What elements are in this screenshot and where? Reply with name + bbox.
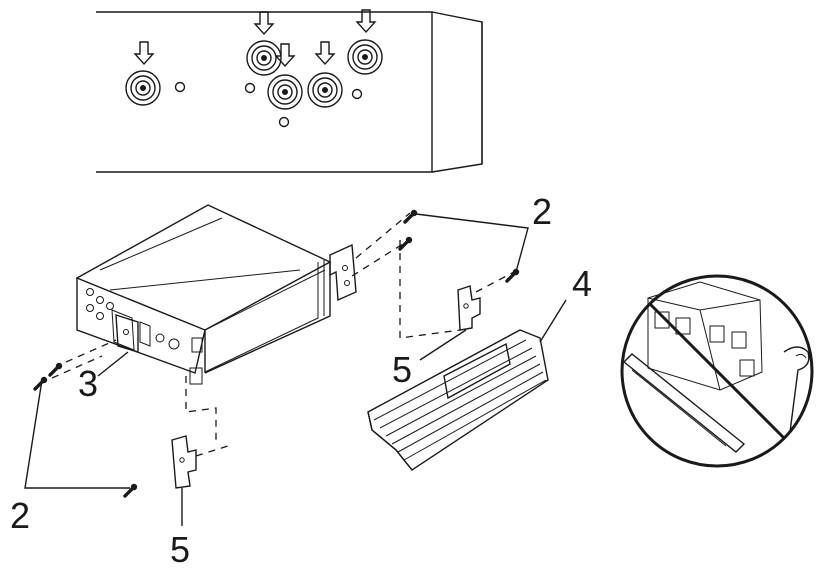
rca-small-holes — [174, 81, 363, 128]
trim-frame-4 — [367, 329, 549, 471]
leader-2-bottom — [24, 379, 130, 489]
leader-3 — [97, 351, 129, 377]
label-2-bottom: 2 — [10, 495, 30, 536]
leader-5-upper — [419, 329, 467, 361]
leader-2-top — [415, 213, 529, 273]
side-bracket-3 — [115, 314, 139, 353]
label-5-lower: 5 — [170, 529, 190, 570]
dashed-guides — [51, 212, 515, 457]
radio-unit — [75, 204, 332, 385]
label-5-upper: 5 — [392, 349, 412, 390]
strap-5-upper — [457, 285, 481, 331]
leader-4 — [539, 299, 567, 343]
label-3: 3 — [78, 363, 98, 404]
unit-side-bracket — [329, 243, 357, 302]
strap-5-lower — [171, 435, 197, 489]
label-4: 4 — [572, 263, 592, 304]
label-2-top: 2 — [532, 191, 552, 232]
down-arrow-icon — [134, 9, 376, 67]
prohibited-sign-icon — [620, 274, 814, 468]
rca-jack-icon — [125, 39, 383, 110]
screw-icon — [33, 208, 521, 498]
